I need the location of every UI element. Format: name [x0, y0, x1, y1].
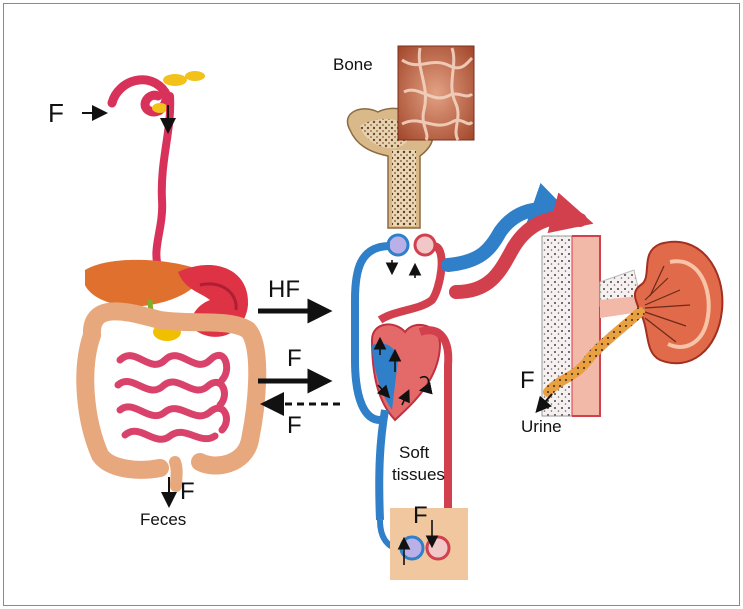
f-urine-label: F — [520, 369, 535, 393]
f-absorption-label: F — [287, 347, 302, 371]
kidney-illustration — [635, 242, 722, 364]
f-intake-label: F — [48, 100, 64, 126]
bone-label: Bone — [333, 56, 373, 73]
hf-label: HF — [268, 278, 300, 302]
bone-trabecular-photo — [398, 46, 474, 140]
tissue-capillary-arterial — [427, 537, 449, 559]
soft-tissues-label-line1: Soft — [399, 444, 429, 461]
urine-label: Urine — [521, 418, 562, 435]
feces-label: Feces — [140, 511, 186, 528]
digestive-tract-illustration — [85, 71, 257, 486]
f-secretion-label: F — [287, 414, 302, 438]
f-tissue-label: F — [413, 504, 428, 528]
soft-tissues-label-line2: tissues — [392, 466, 445, 483]
f-feces-label: F — [180, 480, 195, 504]
